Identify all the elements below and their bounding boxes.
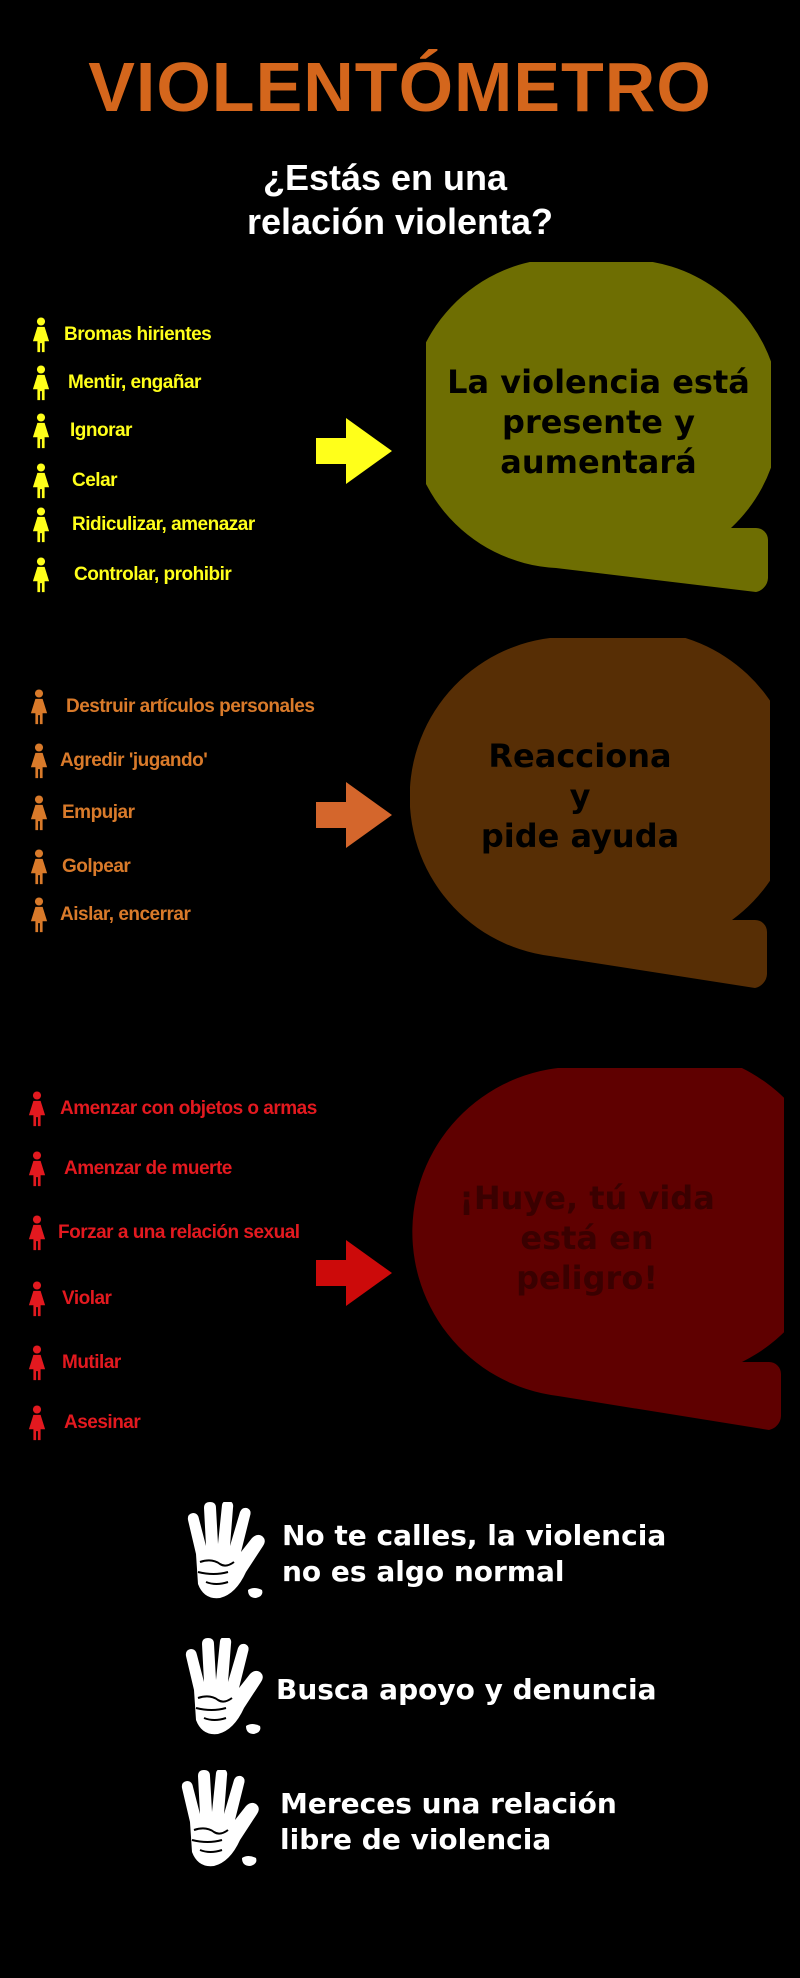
- level-1-bubble-text: La violencia está presente y aumentará: [436, 362, 761, 482]
- list-item: Celar: [32, 462, 118, 500]
- bubble-line: ¡Huye, tú vida: [459, 1179, 715, 1217]
- list-item-label: Aislar, encerrar: [60, 904, 191, 925]
- woman-icon: [32, 463, 50, 499]
- arrow-right-icon: [316, 418, 392, 484]
- list-item: Agredir 'jugando': [30, 742, 208, 780]
- arrow-right-icon: [316, 1240, 392, 1306]
- hand-stop-icon: [181, 1770, 259, 1867]
- list-item: Mentir, engañar: [32, 364, 201, 402]
- woman-icon: [28, 1151, 46, 1187]
- list-item-label: Empujar: [62, 802, 135, 823]
- woman-icon: [28, 1345, 46, 1381]
- subtitle-line-2: relación violenta?: [246, 201, 554, 242]
- list-item-label: Forzar a una relación sexual: [58, 1222, 300, 1243]
- woman-icon: [32, 317, 50, 353]
- speech-bubble-shape: [409, 630, 798, 988]
- bubble-line: y: [569, 777, 591, 815]
- list-item-label: Golpear: [62, 856, 131, 877]
- message-line: Mereces una relación: [280, 1787, 617, 1820]
- page-title: VIOLENTÓMETRO: [88, 48, 712, 126]
- woman-icon: [32, 557, 50, 593]
- message-line: libre de violencia: [280, 1823, 552, 1856]
- woman-icon: [30, 743, 48, 779]
- bubble-line: aumentará: [500, 443, 697, 481]
- hand-stop-icon: [185, 1638, 263, 1735]
- woman-icon: [28, 1405, 46, 1441]
- message-text: No te calles, la violencia no es algo no…: [282, 1518, 666, 1590]
- woman-icon: [30, 849, 48, 885]
- bubble-line: presente y: [502, 403, 695, 441]
- woman-icon: [28, 1091, 46, 1127]
- woman-icon: [30, 897, 48, 933]
- list-item-label: Violar: [62, 1288, 112, 1309]
- bubble-line: está en: [520, 1219, 654, 1257]
- list-item-label: Amenzar de muerte: [64, 1158, 232, 1179]
- message-3: Mereces una relación libre de violencia: [178, 1770, 617, 1874]
- woman-icon: [28, 1281, 46, 1317]
- level-2-bubble-text: Reacciona y pide ayuda: [410, 736, 750, 856]
- list-item-label: Amenzar con objetos o armas: [60, 1098, 317, 1119]
- speech-bubble-shape: [412, 1051, 800, 1430]
- list-item-label: Mutilar: [62, 1352, 121, 1373]
- message-line: no es algo normal: [282, 1555, 565, 1588]
- list-item: Empujar: [30, 794, 135, 832]
- list-item: Ignorar: [32, 412, 132, 450]
- list-item: Amenzar con objetos o armas: [28, 1090, 317, 1128]
- woman-icon: [28, 1215, 46, 1251]
- list-item-label: Asesinar: [64, 1412, 141, 1433]
- list-item-label: Ridiculizar, amenazar: [72, 514, 255, 535]
- message-text: Busca apoyo y denuncia: [276, 1672, 657, 1708]
- list-item-label: Mentir, engañar: [68, 372, 201, 393]
- list-item-label: Bromas hirientes: [64, 324, 212, 345]
- bubble-line: peligro!: [516, 1259, 658, 1297]
- message-text: Mereces una relación libre de violencia: [280, 1786, 617, 1858]
- list-item: Destruir artículos personales: [30, 688, 315, 726]
- list-item: Ridiculizar, amenazar: [32, 506, 255, 544]
- bubble-line: Reacciona: [488, 737, 672, 775]
- message-line: Busca apoyo y denuncia: [276, 1673, 657, 1706]
- list-item-label: Controlar, prohibir: [74, 564, 232, 585]
- message-1: No te calles, la violencia no es algo no…: [184, 1502, 666, 1606]
- message-line: No te calles, la violencia: [282, 1519, 667, 1552]
- list-item-label: Ignorar: [70, 420, 132, 441]
- level-3-bubble-text: ¡Huye, tú vida está en peligro!: [412, 1178, 762, 1298]
- subtitle-line-1: ¿Estás en una: [262, 157, 508, 198]
- arrow-right-icon: [316, 782, 392, 848]
- bubble-line: pide ayuda: [480, 817, 680, 855]
- list-item-label: Destruir artículos personales: [66, 696, 315, 717]
- list-item-label: Celar: [72, 470, 118, 491]
- list-item: Forzar a una relación sexual: [28, 1214, 300, 1252]
- woman-icon: [32, 507, 50, 543]
- woman-icon: [30, 689, 48, 725]
- list-item-label: Agredir 'jugando': [60, 750, 208, 771]
- bubble-line: La violencia está: [447, 363, 750, 401]
- list-item: Asesinar: [28, 1404, 141, 1442]
- list-item: Golpear: [30, 848, 131, 886]
- list-item: Amenzar de muerte: [28, 1150, 232, 1188]
- page-subtitle: ¿Estás en una relación violenta?: [0, 156, 800, 244]
- list-item: Aislar, encerrar: [30, 896, 191, 934]
- speech-bubble-shape: [408, 258, 781, 592]
- woman-icon: [30, 795, 48, 831]
- level-3-bubble: ¡Huye, tú vida está en peligro!: [412, 1051, 800, 1430]
- list-item: Bromas hirientes: [32, 316, 212, 354]
- hand-stop-icon: [187, 1502, 265, 1599]
- list-item: Mutilar: [28, 1344, 121, 1382]
- woman-icon: [32, 365, 50, 401]
- list-item: Violar: [28, 1280, 112, 1318]
- level-2-bubble: Reacciona y pide ayuda: [409, 630, 798, 988]
- list-item: Controlar, prohibir: [32, 556, 232, 594]
- woman-icon: [32, 413, 50, 449]
- level-1-bubble: La violencia está presente y aumentará: [408, 258, 781, 592]
- message-2: Busca apoyo y denuncia: [182, 1638, 657, 1742]
